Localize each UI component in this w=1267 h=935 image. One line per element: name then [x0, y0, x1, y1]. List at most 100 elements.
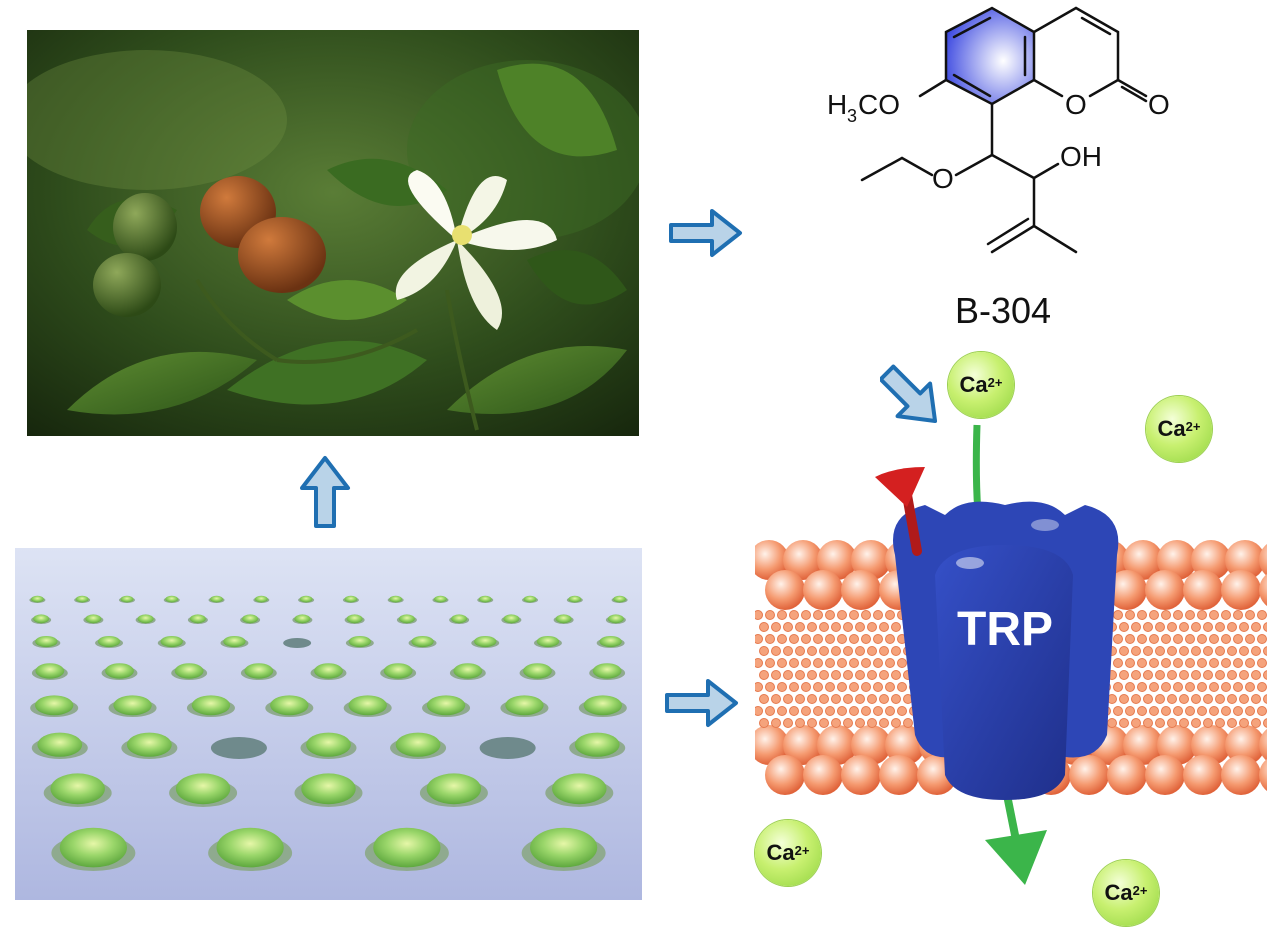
lipid-tail — [879, 622, 889, 632]
lipid-tail — [1155, 622, 1165, 632]
trp-channel: TRP — [893, 501, 1119, 800]
lipid-tail — [867, 646, 877, 656]
lipid-tail — [1173, 634, 1183, 644]
lipid-tail — [795, 718, 805, 728]
cell — [301, 773, 356, 805]
lipid-tail — [759, 622, 769, 632]
lipid-tail — [1203, 718, 1213, 728]
lipid-tail — [1251, 694, 1261, 704]
lipid-tail — [1143, 670, 1153, 680]
lipid-tail — [903, 718, 913, 728]
lipid-tail — [807, 694, 817, 704]
lipid-tail — [1161, 634, 1171, 644]
lipid-head — [1069, 755, 1109, 795]
lipid-tail — [755, 634, 763, 644]
cell — [75, 595, 89, 603]
lipid-head — [1191, 540, 1231, 580]
lipid-head — [755, 725, 789, 765]
lipid-tail — [1203, 622, 1213, 632]
lipid-tail — [771, 718, 781, 728]
right-arrow-bottom — [665, 679, 738, 727]
lipid-tail — [789, 634, 799, 644]
lipid-head — [783, 725, 823, 765]
lipid-tail — [1143, 646, 1153, 656]
cell — [294, 614, 311, 624]
lipid-tail — [765, 634, 775, 644]
lipid-tail — [1113, 634, 1123, 644]
lipid-tail — [777, 706, 787, 716]
lipid-tail — [885, 706, 895, 716]
lipid-tail — [813, 682, 823, 692]
lipid-tail — [1191, 622, 1201, 632]
lipid-tail — [1179, 622, 1189, 632]
lipid-tail — [1209, 658, 1219, 668]
cell — [398, 614, 415, 624]
lipid-tail — [1149, 682, 1159, 692]
lipid-tail — [759, 646, 769, 656]
lipid-tail — [1191, 670, 1201, 680]
lipid-tail — [1155, 646, 1165, 656]
lipid-tail — [1209, 706, 1219, 716]
cell — [523, 663, 552, 679]
lipid-tail — [873, 610, 883, 620]
lipid-tail — [849, 658, 859, 668]
lipid-tail — [1173, 682, 1183, 692]
lipid-tail — [891, 670, 901, 680]
lipid-tail — [1185, 610, 1195, 620]
lipid-tail — [1257, 682, 1267, 692]
lipid-tail — [855, 670, 865, 680]
carbonyl-oxygen-label: O — [1148, 89, 1170, 120]
lipid-tail — [849, 706, 859, 716]
lipid-tail — [861, 706, 871, 716]
b304-structure: H 3 CO O O O OH — [827, 6, 1170, 254]
lipid-tail — [813, 610, 823, 620]
lipid-tail — [879, 718, 889, 728]
lipid-tail — [1239, 622, 1249, 632]
lipid-tail — [765, 706, 775, 716]
lipid-tail — [837, 610, 847, 620]
lipid-tail — [1113, 658, 1123, 668]
trp-label: TRP — [957, 603, 1053, 656]
cell — [348, 695, 387, 716]
lipid-tail — [855, 694, 865, 704]
cell — [33, 614, 50, 624]
cell — [583, 695, 623, 716]
lipid-tail — [1209, 610, 1219, 620]
cell-well-plate — [15, 548, 642, 900]
cell — [344, 595, 358, 603]
lipid-tail — [861, 610, 871, 620]
lipid-tail — [1161, 682, 1171, 692]
lipid-tail — [891, 646, 901, 656]
lipid-tail — [783, 646, 793, 656]
lipid-head — [1221, 570, 1261, 610]
lipid-tail — [1167, 622, 1177, 632]
lipid-tail — [843, 646, 853, 656]
lipid-head — [783, 540, 823, 580]
lipid-tail — [1257, 658, 1267, 668]
lipid-tail — [849, 682, 859, 692]
lipid-tail — [849, 634, 859, 644]
lipid-tail — [837, 682, 847, 692]
lipid-tail — [1233, 706, 1243, 716]
cell — [314, 663, 343, 679]
trp-channel-scene: TRP — [755, 424, 1267, 885]
cell — [210, 595, 223, 603]
lipid-tail — [777, 682, 787, 692]
lipid-tail — [1197, 658, 1207, 668]
lipid-tail — [831, 646, 841, 656]
cell — [35, 636, 58, 647]
cell — [174, 663, 204, 679]
lipid-head — [879, 755, 919, 795]
lipid-tail — [1233, 610, 1243, 620]
cell — [383, 663, 413, 679]
lipid-head — [1145, 570, 1185, 610]
lipid-head — [1191, 725, 1231, 765]
cell — [126, 732, 172, 757]
lipid-tail — [1191, 694, 1201, 704]
lipid-tail — [1155, 694, 1165, 704]
lipid-tail — [819, 718, 829, 728]
cell — [505, 695, 544, 716]
lipid-tail — [1161, 658, 1171, 668]
lipid-tail — [783, 718, 793, 728]
cell — [453, 663, 483, 679]
